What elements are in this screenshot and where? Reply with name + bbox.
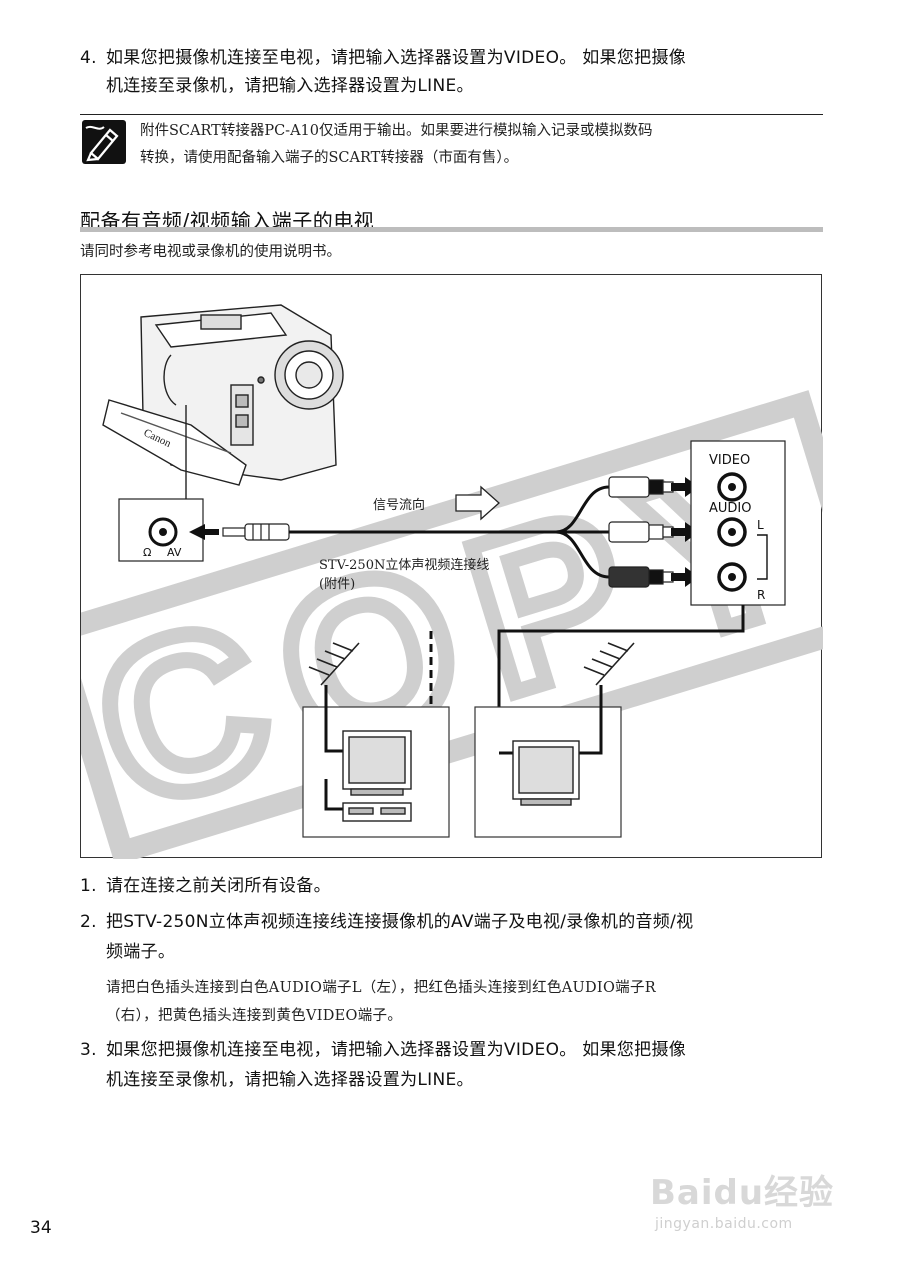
step-text-line2: 机连接至录像机，请把输入选择器设置为LINE。 bbox=[106, 76, 474, 96]
step-text-line1: 如果您把摄像机连接至电视，请把输入选择器设置为VIDEO。 如果您把摄像 bbox=[106, 1040, 687, 1060]
minijack-plug bbox=[222, 523, 290, 541]
step-text-line1: 如果您把摄像机连接至电视，请把输入选择器设置为VIDEO。 如果您把摄像 bbox=[106, 48, 687, 68]
tv-left-illustration bbox=[342, 730, 412, 796]
arrow-into-av bbox=[189, 524, 205, 540]
tv-box bbox=[474, 706, 622, 838]
av-jack-label: AV bbox=[167, 546, 182, 559]
step-number: 2. bbox=[80, 912, 97, 932]
connection-diagram: COPY Canon Ω AV bbox=[80, 274, 823, 859]
step-text-line1: 把STV-250N立体声视频连接线连接摄像机的AV端子及电视/录像机的音频/视 bbox=[106, 912, 694, 932]
antenna-left bbox=[308, 642, 360, 686]
step-number: 4. bbox=[80, 48, 97, 68]
step-1: 1. 请在连接之前关闭所有设备。 bbox=[80, 872, 840, 900]
baidu-watermark-logo: Baidu经验 bbox=[650, 1173, 835, 1213]
signal-flow-arrow bbox=[455, 485, 500, 521]
section-subnote: 请同时参考电视或录像机的使用说明书。 bbox=[80, 244, 341, 260]
step-detail-line2: （右），把黄色插头连接到黄色VIDEO端子。 bbox=[106, 1008, 403, 1024]
tv-label-video: VIDEO bbox=[709, 453, 750, 468]
av-jack-symbol: Ω bbox=[143, 546, 151, 559]
page-number: 34 bbox=[30, 1218, 52, 1238]
note-rule-top bbox=[80, 114, 823, 115]
tv-right-illustration bbox=[512, 740, 580, 806]
step-text-line2: 频端子。 bbox=[106, 942, 176, 962]
step-text-line1: 请在连接之前关闭所有设备。 bbox=[106, 876, 331, 896]
step-number: 1. bbox=[80, 876, 97, 896]
step-4: 4. 如果您把摄像机连接至电视，请把输入选择器设置为VIDEO。 如果您把摄像 … bbox=[80, 44, 840, 100]
rca-plug-audio-r bbox=[608, 566, 674, 588]
cable-label-line1: STV-250N立体声视频连接线 bbox=[319, 557, 489, 573]
tv-label-l: L bbox=[757, 518, 764, 532]
pencil-note-icon bbox=[82, 120, 126, 164]
camcorder-illustration: Canon bbox=[102, 304, 344, 486]
tv-label-audio: AUDIO bbox=[709, 501, 752, 516]
signal-flow-label: 信号流向 bbox=[373, 497, 425, 513]
tv-label-r: R bbox=[757, 588, 765, 602]
cable-label-line2: (附件) bbox=[319, 577, 355, 592]
baidu-watermark-url: jingyan.baidu.com bbox=[655, 1216, 793, 1232]
step-text-line2: 机连接至录像机，请把输入选择器设置为LINE。 bbox=[106, 1070, 474, 1090]
heading-underline bbox=[80, 227, 823, 232]
note-text: 附件SCART转接器PC-A10仅适用于输出。如果要进行模拟输入记录或模拟数码 … bbox=[140, 118, 820, 172]
step-detail-line1: 请把白色插头连接到白色AUDIO端子L（左），把红色插头连接到红色AUDIO端子… bbox=[106, 980, 656, 996]
note-line1: 附件SCART转接器PC-A10仅适用于输出。如果要进行模拟输入记录或模拟数码 bbox=[140, 123, 653, 139]
rca-plug-video bbox=[608, 476, 674, 498]
step-2: 2. 把STV-250N立体声视频连接线连接摄像机的AV端子及电视/录像机的音频… bbox=[80, 908, 840, 1032]
vcr-illustration bbox=[342, 802, 412, 822]
rca-plug-audio-l bbox=[608, 521, 674, 543]
note-line2: 转换，请使用配备输入端子的SCART转接器（市面有售）。 bbox=[140, 150, 519, 166]
step-number: 3. bbox=[80, 1040, 97, 1060]
step-3: 3. 如果您把摄像机连接至电视，请把输入选择器设置为VIDEO。 如果您把摄像 … bbox=[80, 1036, 840, 1096]
antenna-right bbox=[583, 642, 635, 686]
